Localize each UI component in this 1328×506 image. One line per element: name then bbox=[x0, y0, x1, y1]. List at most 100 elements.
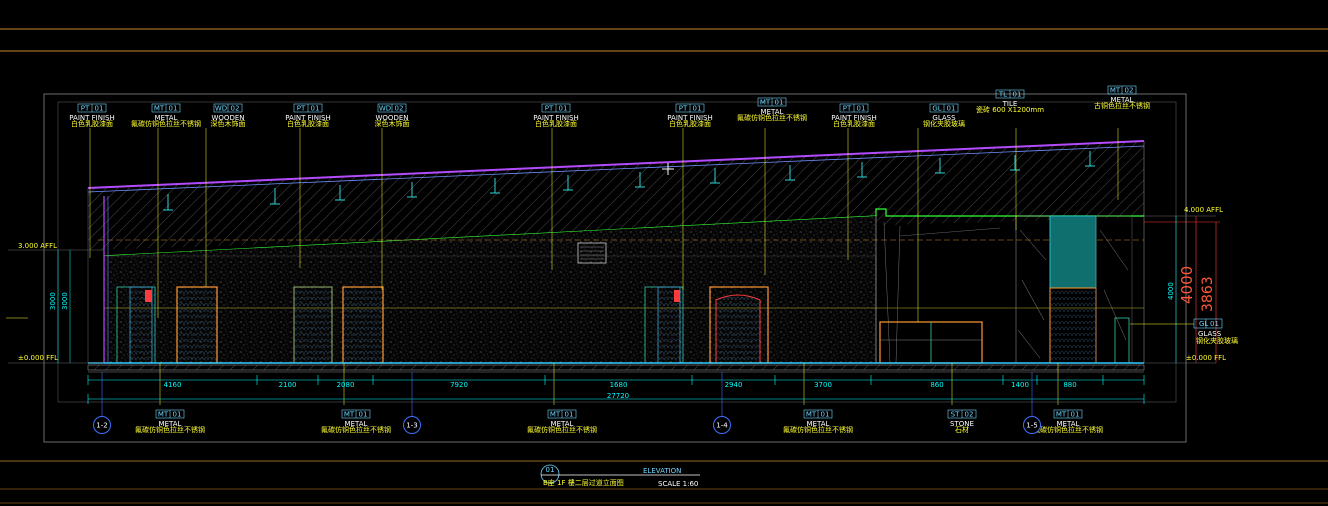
tag-sub: 古铜色拉丝不锈钢 bbox=[1094, 101, 1150, 110]
glass-tag-sub: 钢化夹胶玻璃 bbox=[1196, 336, 1238, 345]
dimension-segment: 4160 bbox=[164, 381, 182, 389]
tag-sub: 氟碳仿铜色拉丝不锈钢 bbox=[321, 425, 391, 434]
grid-marker-label: 1-5 bbox=[1026, 422, 1037, 430]
grid-marker: 1-5 bbox=[1023, 372, 1041, 434]
title-subtitle: B座 1F 樓二层过道立面图 bbox=[543, 478, 624, 487]
tag-code: PT bbox=[81, 105, 90, 113]
dimension-segment: 2080 bbox=[337, 381, 355, 389]
tag-sub: 氟碳仿铜色拉丝不锈钢 bbox=[783, 425, 853, 434]
tag-code: MT bbox=[1056, 411, 1067, 419]
tag-num: 01 bbox=[1071, 411, 1080, 419]
tag-code: TL bbox=[998, 91, 1007, 99]
crosshair-cursor-icon bbox=[662, 163, 674, 175]
tag-name: PAINT FINISH bbox=[69, 114, 114, 122]
tag-code: ST bbox=[951, 411, 960, 419]
right-features bbox=[875, 141, 1145, 364]
tag-name: PAINT FINISH bbox=[831, 114, 876, 122]
grid-markers: 1-2 1-3 1-4 1-5 bbox=[93, 372, 1041, 434]
tag-sub: 白色乳胶漆面 bbox=[71, 119, 113, 128]
tag-name: PAINT FINISH bbox=[285, 114, 330, 122]
tag-name: METAL bbox=[761, 108, 784, 116]
grid-marker: 1-4 bbox=[713, 372, 731, 434]
glass-tag-code: GL bbox=[1199, 320, 1208, 328]
dimension-segment: 1680 bbox=[610, 381, 628, 389]
tag-num: 01 bbox=[311, 105, 320, 113]
left-column bbox=[87, 188, 109, 363]
tag-num: 01 bbox=[821, 411, 830, 419]
tag-num: 02 bbox=[965, 411, 974, 419]
door-3 bbox=[293, 286, 333, 364]
right-height-red-b: 3863 bbox=[1200, 276, 1216, 312]
tag-name: TILE bbox=[1002, 100, 1018, 108]
tag-sub: 氟碳仿铜色拉丝不锈钢 bbox=[131, 119, 201, 128]
doors bbox=[116, 286, 769, 364]
left-height-b: 3000 bbox=[61, 292, 69, 310]
tag-name: WOODEN bbox=[212, 114, 245, 122]
tag-sub: 石材 bbox=[955, 425, 969, 434]
dimension-segment: 2940 bbox=[725, 381, 743, 389]
tag-name: PAINT FINISH bbox=[533, 114, 578, 122]
right-levels: 4.000 AFFL ±0.000 FFL 4000 4000 3863 bbox=[1144, 206, 1226, 364]
tag-num: 01 bbox=[359, 411, 368, 419]
tag-name: METAL bbox=[345, 420, 368, 428]
dimension-segment: 2100 bbox=[279, 381, 297, 389]
tag-name: METAL bbox=[159, 420, 182, 428]
tag-num: 01 bbox=[173, 411, 182, 419]
grid-marker-label: 1-4 bbox=[716, 422, 728, 430]
tag-name: METAL bbox=[807, 420, 830, 428]
grid-marker: 1-3 bbox=[403, 372, 421, 434]
tag-sub: 白色乳胶漆面 bbox=[287, 119, 329, 128]
tag-code: MT bbox=[154, 105, 165, 113]
sheet-frame bbox=[0, 28, 1328, 504]
tag-code: MT bbox=[1110, 87, 1121, 95]
tag-sub: 深色木饰面 bbox=[375, 119, 410, 128]
tag-name: METAL bbox=[1111, 96, 1134, 104]
right-height-red-a: 4000 bbox=[1178, 266, 1196, 304]
tag-name: METAL bbox=[551, 420, 574, 428]
tag-num: 02 bbox=[231, 105, 240, 113]
title-text: ELEVATION bbox=[643, 467, 681, 475]
tag-code: PT bbox=[679, 105, 688, 113]
door-2 bbox=[176, 286, 218, 364]
glass-tag-name: GLASS bbox=[1198, 330, 1222, 338]
grid-marker-label: 1-3 bbox=[406, 422, 417, 430]
tag-sub: 深色木饰面 bbox=[211, 119, 246, 128]
tag-code: MT bbox=[550, 411, 561, 419]
tag-code: MT bbox=[344, 411, 355, 419]
title-block: 01 ELEVATION B座 1F 樓二层过道立面图 SCALE 1:60 bbox=[540, 464, 700, 488]
title-number: 01 bbox=[546, 466, 555, 474]
tag-code: PT bbox=[297, 105, 306, 113]
tag-sub: 氟碳仿铜色拉丝不锈钢 bbox=[527, 425, 597, 434]
tag-code: WD bbox=[215, 105, 227, 113]
leader-lines bbox=[89, 128, 1119, 405]
tag-num: 01 bbox=[559, 105, 568, 113]
tag-sub: 瓷砖 600 X1200mm bbox=[976, 105, 1044, 114]
left-level-top: 3.000 AFFL bbox=[18, 242, 57, 250]
tag-num: 01 bbox=[565, 411, 574, 419]
tag-num: 02 bbox=[1125, 87, 1134, 95]
left-level-bottom: ±0.000 FFL bbox=[18, 354, 58, 362]
tag-code: MT bbox=[158, 411, 169, 419]
tag-sub: 白色乳胶漆面 bbox=[833, 119, 875, 128]
grid-marker: 1-2 bbox=[93, 372, 111, 434]
tag-code: WD bbox=[379, 105, 391, 113]
tag-sub: 氟碳仿铜色拉丝不锈钢 bbox=[737, 113, 807, 122]
tag-code: PT bbox=[843, 105, 852, 113]
title-scale: SCALE 1:60 bbox=[658, 480, 698, 488]
dimension-segment: 860 bbox=[930, 381, 943, 389]
total-dimension: 27720 bbox=[607, 392, 629, 400]
tag-name: PAINT FINISH bbox=[667, 114, 712, 122]
